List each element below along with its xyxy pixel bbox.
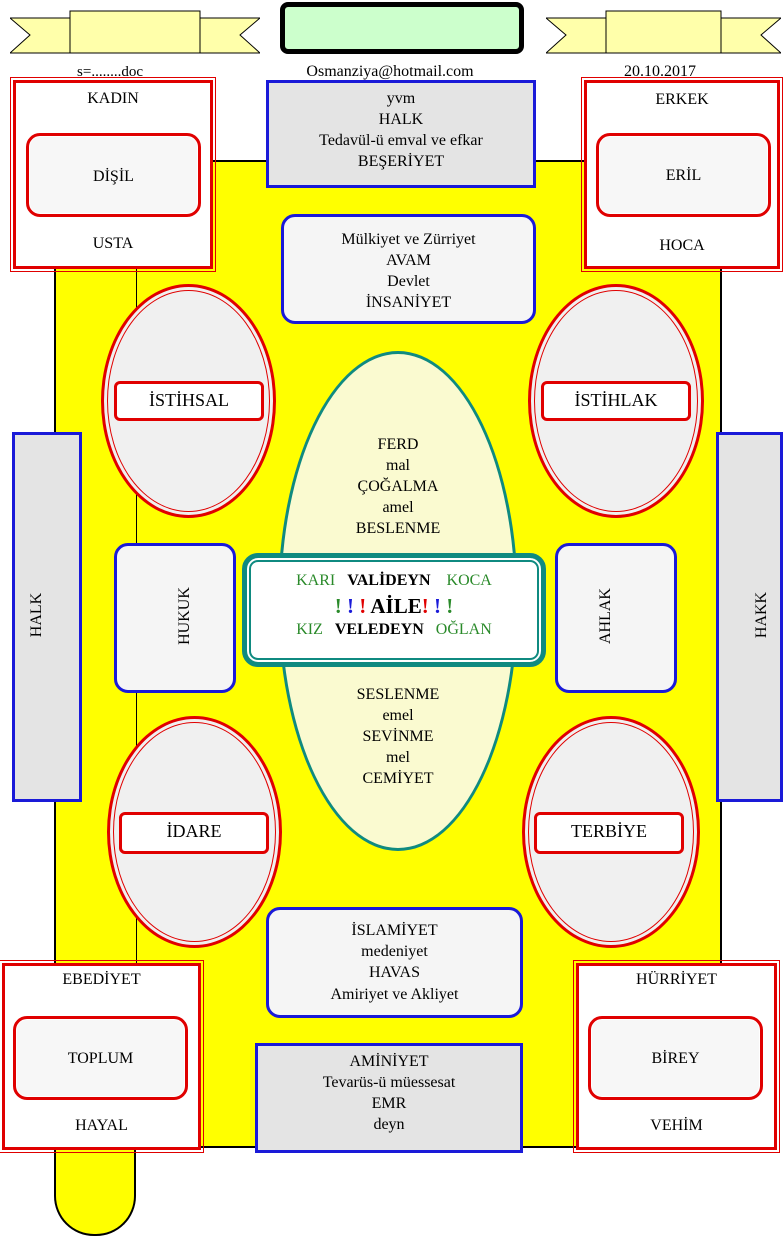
ahlak-box <box>555 543 677 693</box>
avam-box <box>281 214 536 324</box>
terbiye-label: TERBİYE <box>534 812 684 854</box>
avam-line3: Devlet <box>387 273 430 290</box>
top-halk-line2: HALK <box>378 111 424 128</box>
oval-bottom-3: SEVİNME <box>362 728 434 745</box>
corner-kadin-inner-text: DİŞİL <box>93 168 134 185</box>
header-date: 20.10.2017 <box>624 63 696 80</box>
yellow-tree-stem <box>54 1140 136 1236</box>
oval-bottom-2: emel <box>382 707 414 724</box>
idare-label: İDARE <box>119 812 269 854</box>
header-email: Osmanziya@hotmail.com <box>306 63 474 80</box>
veledeyn-label: VELEDEYN <box>334 621 424 638</box>
oval-top-4: amel <box>382 499 414 516</box>
corner-erkek-top: ERKEK <box>655 91 709 108</box>
oval-top-1: FERD <box>377 436 419 453</box>
exclaim-green-l: ! <box>334 594 342 618</box>
exclaim-red-l: ! <box>359 594 367 618</box>
top-green-box <box>280 2 524 54</box>
corner-kadin-inner <box>26 133 201 217</box>
islamiyet-line2: medeniyet <box>361 943 428 960</box>
corner-kadin-top: KADIN <box>87 90 139 107</box>
exclaim-red-r: ! <box>421 594 429 618</box>
hakk-side-label: HAKK <box>753 591 770 639</box>
right-banner-ribbon <box>546 10 781 54</box>
aile-row3: KIZ VELEDEYN OĞLAN <box>242 619 546 640</box>
oval-bottom-5: CEMİYET <box>362 770 434 787</box>
koca-label: KOCA <box>446 572 492 589</box>
islamiyet-line4: Amiriyet ve Akliyet <box>330 986 459 1003</box>
left-banner-ribbon <box>10 10 260 54</box>
aile-box <box>242 553 546 667</box>
corner-ebediyet-inner <box>13 1016 188 1100</box>
avam-line1: Mülkiyet ve Zürriyet <box>341 231 476 248</box>
exclaim-green-r: ! <box>446 594 454 618</box>
corner-ebediyet-inner-text: TOPLUM <box>67 1050 134 1067</box>
hukuk-box <box>114 543 236 693</box>
avam-line4: İNSANİYET <box>365 294 452 311</box>
corner-erkek-inner <box>596 133 771 217</box>
halk-side-bar <box>12 432 82 802</box>
aminiyet-line4: deyn <box>373 1116 405 1133</box>
top-halk-line1: yvm <box>386 90 416 107</box>
aile-title: AİLE <box>370 594 422 618</box>
aminiyet-box <box>255 1043 523 1153</box>
corner-hurriyet-bottom: VEHİM <box>650 1117 703 1134</box>
exclaim-blue-l: ! <box>347 594 355 618</box>
top-halk-line4: BEŞERİYET <box>357 153 445 170</box>
oval-bottom-1: SESLENME <box>356 686 440 703</box>
istihlak-label: İSTİHLAK <box>541 381 691 421</box>
corner-hurriyet-inner <box>588 1016 763 1100</box>
oval-top-5: BESLENME <box>355 520 441 537</box>
aile-row1: KARI VALİDEYN KOCA <box>242 570 546 591</box>
valideyn-label: VALİDEYN <box>347 572 431 589</box>
top-halk-box <box>266 80 536 188</box>
oval-top-3: ÇOĞALMA <box>357 478 439 495</box>
oglan-label: OĞLAN <box>435 621 492 638</box>
islamiyet-box <box>266 907 523 1018</box>
aminiyet-line2: Tevarüs-ü müessesat <box>322 1074 456 1091</box>
islamiyet-line1: İSLAMİYET <box>351 922 438 939</box>
exclaim-blue-r: ! <box>433 594 441 618</box>
corner-erkek-bottom: HOCA <box>659 237 705 254</box>
islamiyet-line3: HAVAS <box>369 964 420 981</box>
kiz-label: KIZ <box>296 621 323 638</box>
corner-ebediyet-bottom: HAYAL <box>75 1117 128 1134</box>
istihsal-label: İSTİHSAL <box>114 381 264 421</box>
corner-ebediyet-top: EBEDİYET <box>62 971 141 988</box>
top-halk-line3: Tedavül-ü emval ve efkar <box>319 132 483 149</box>
oval-bottom-4: mel <box>386 749 410 766</box>
hukuk-label: HUKUK <box>176 587 193 645</box>
corner-hurriyet-top: HÜRRİYET <box>636 971 717 988</box>
ahlak-label: AHLAK <box>597 588 614 644</box>
aminiyet-line3: EMR <box>371 1095 407 1112</box>
corner-hurriyet-inner-text: BİREY <box>651 1050 700 1067</box>
corner-erkek-inner-text: ERİL <box>665 167 702 184</box>
avam-line2: AVAM <box>386 252 431 269</box>
aminiyet-line1: AMİNİYET <box>349 1053 429 1070</box>
oval-top-2: mal <box>386 457 410 474</box>
halk-side-label: HALK <box>28 592 45 638</box>
corner-kadin-bottom: USTA <box>92 235 134 252</box>
kari-label: KARI <box>296 572 336 589</box>
header-left-text: s=........doc <box>77 64 143 80</box>
aile-row2: ! ! ! AİLE! ! ! <box>242 593 546 619</box>
hakk-side-bar <box>716 432 783 802</box>
